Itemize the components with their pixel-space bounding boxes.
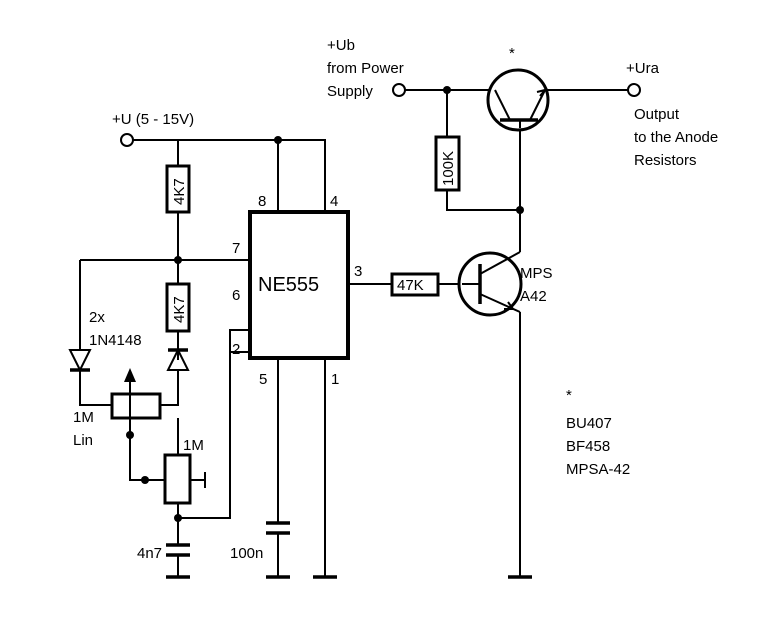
cap-4n7-label: 4n7 — [137, 545, 162, 562]
potentiometer-1m-lin — [110, 368, 162, 435]
ub-label-line3: Supply — [327, 83, 373, 100]
capacitor-100n — [266, 521, 290, 535]
pot-lin-label-line2: Lin — [73, 432, 93, 449]
ub-label-line2: from Power — [327, 60, 404, 77]
pin-7: 7 — [232, 240, 240, 257]
output-label-line3: Resistors — [634, 152, 697, 169]
output-label-line1: Output — [634, 106, 680, 123]
pin-3: 3 — [354, 263, 362, 280]
resistor-4k7-top-label: 4K7 — [171, 178, 188, 205]
supply-terminal — [120, 133, 134, 147]
diodes-label-line2: 1N4148 — [89, 332, 142, 349]
ub-label-line1: +Ub — [327, 37, 355, 54]
diodes-label-line1: 2x — [89, 309, 105, 326]
mps-label-line2: A42 — [520, 288, 547, 305]
pot-lin-label-line1: 1M — [73, 409, 94, 426]
ne555-label: NE555 — [258, 274, 319, 296]
note-star: * — [566, 387, 572, 404]
cap-100n-label: 100n — [230, 545, 263, 562]
wires — [79, 89, 628, 577]
ne555-chip — [248, 210, 350, 360]
resistor-4k7-top — [165, 164, 191, 214]
mps-label-line1: MPS — [520, 265, 553, 282]
alt-transistor-1: BU407 — [566, 415, 612, 432]
junction-dots — [126, 86, 524, 522]
pin-1: 1 — [331, 371, 339, 388]
diode-left — [68, 349, 92, 373]
resistor-4k7-mid-label: 4K7 — [171, 296, 188, 323]
output-label-line2: to the Anode — [634, 129, 718, 146]
ub-terminal — [392, 83, 406, 97]
supply-label: +U (5 - 15V) — [112, 111, 194, 128]
alt-transistor-3: MPSA-42 — [566, 461, 630, 478]
alt-transistor-2: BF458 — [566, 438, 610, 455]
pot-1m-label: 1M — [183, 437, 204, 454]
pin-4: 4 — [330, 193, 338, 210]
resistor-47k — [390, 272, 440, 297]
potentiometer-1m — [163, 453, 206, 505]
resistor-100k — [434, 135, 461, 192]
resistor-4k7-mid — [165, 282, 191, 333]
pin-6: 6 — [232, 287, 240, 304]
resistor-100k-label: 100K — [440, 151, 457, 186]
pin-2: 2 — [232, 341, 240, 358]
transistor-mps-a42 — [457, 251, 523, 317]
capacitor-4n7 — [166, 543, 190, 557]
diode-right — [166, 347, 190, 371]
transistor-high-voltage — [486, 68, 550, 132]
annotations: +U (5 - 15V) +Ub from Power Supply +Ura … — [73, 37, 718, 562]
pin-8: 8 — [258, 193, 266, 210]
ura-terminal — [627, 83, 641, 97]
resistor-47k-label: 47K — [397, 277, 424, 294]
top-star-label: * — [509, 45, 515, 62]
pin-5: 5 — [259, 371, 267, 388]
ura-label: +Ura — [626, 60, 660, 77]
